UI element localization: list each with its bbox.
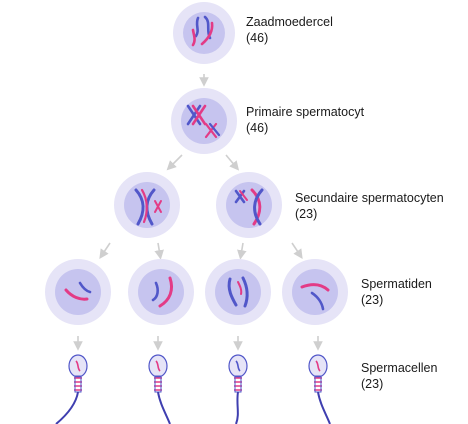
arrow bbox=[99, 242, 111, 259]
cell-zaadmoedercel bbox=[173, 2, 235, 64]
sperm-cell-2 bbox=[148, 354, 171, 424]
sperm-cell-3 bbox=[228, 354, 248, 424]
arrow bbox=[225, 154, 240, 171]
stage-name: Spermatiden bbox=[361, 277, 432, 291]
stage-name: Zaadmoedercel bbox=[246, 15, 333, 29]
arrow bbox=[154, 242, 164, 260]
stage-name: Primaire spermatocyt bbox=[246, 105, 365, 119]
stage-count: (23) bbox=[361, 377, 384, 391]
label-secundaire-spermatocyten: Secundaire spermatocyten (23) bbox=[295, 190, 444, 222]
cell-spermatide-1 bbox=[45, 259, 111, 325]
arrows bbox=[73, 74, 323, 351]
stage-count: (23) bbox=[361, 293, 384, 307]
stage-count: (23) bbox=[295, 207, 318, 221]
stage-count: (46) bbox=[246, 31, 269, 45]
arrow bbox=[237, 242, 247, 260]
stage-name: Spermacellen bbox=[361, 361, 438, 375]
cell-secundaire-2 bbox=[216, 172, 282, 238]
cell-spermatide-4 bbox=[282, 259, 348, 325]
label-zaadmoedercel: Zaadmoedercel (46) bbox=[246, 14, 333, 46]
sperm-cell-4 bbox=[308, 354, 331, 424]
arrow bbox=[291, 242, 303, 259]
cell-secundaire-1 bbox=[114, 172, 180, 238]
stage-count: (46) bbox=[246, 121, 269, 135]
label-spermatiden: Spermatiden (23) bbox=[361, 276, 432, 308]
cell-spermatide-3 bbox=[205, 259, 271, 325]
arrow bbox=[166, 154, 183, 171]
label-primaire-spermatocyt: Primaire spermatocyt (46) bbox=[246, 104, 364, 136]
cell-spermatide-2 bbox=[128, 259, 194, 325]
cell-primaire-spermatocyt bbox=[171, 88, 237, 154]
stage-name: Secundaire spermatocyten bbox=[295, 191, 444, 205]
sperm-cell-1 bbox=[55, 354, 88, 424]
label-spermacellen: Spermacellen (23) bbox=[361, 360, 437, 392]
